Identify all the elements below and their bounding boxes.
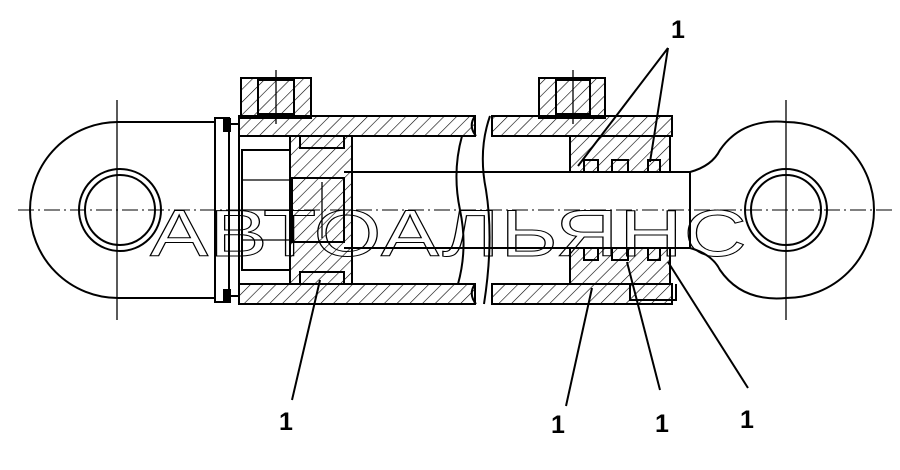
rod-gland: [569, 135, 677, 301]
callout-label-top-right: 1: [671, 16, 685, 44]
callout-label-gland-mid: 1: [655, 410, 669, 438]
callout-label-piston: 1: [279, 408, 293, 436]
callout-label-gland-left: 1: [551, 411, 565, 439]
callout-leaders: [291, 47, 749, 407]
cylinder-tube-left: [238, 115, 477, 305]
callout-label-gland-right: 1: [740, 406, 754, 434]
port-right: [538, 70, 606, 124]
port-left: [240, 70, 312, 124]
cylinder-tube-right: [491, 115, 673, 305]
watermark-text: АВТОАЛЬЯНС: [150, 196, 748, 270]
